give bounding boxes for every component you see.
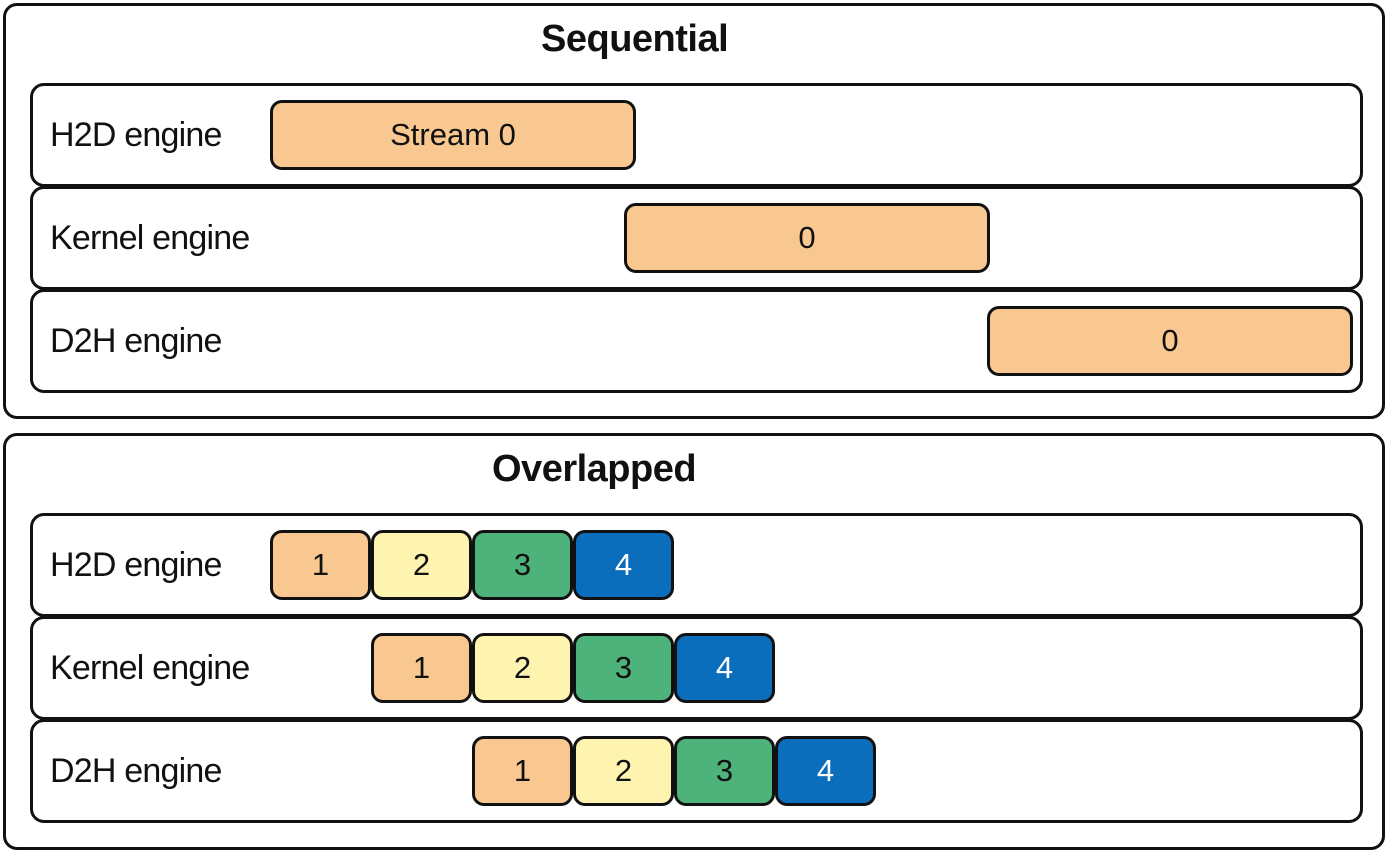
stream-block: Stream 0	[270, 100, 636, 170]
stream-block: 1	[371, 633, 472, 703]
stream-block: 3	[472, 530, 573, 600]
stream-block: 2	[472, 633, 573, 703]
lane-label: H2D engine	[50, 546, 222, 584]
stream-block: 4	[573, 530, 674, 600]
sequential-title: Sequential	[541, 18, 729, 60]
lane-label: D2H engine	[50, 752, 222, 790]
sequential-lane: D2H engine 0	[30, 289, 1363, 393]
stream-block: 3	[674, 736, 775, 806]
lane-label: Kernel engine	[50, 649, 250, 687]
sequential-panel: Sequential H2D engine Stream 0 Kernel engi…	[3, 3, 1385, 419]
stream-block: 1	[270, 530, 371, 600]
sequential-lane: H2D engine Stream 0	[30, 83, 1363, 187]
lane-label: D2H engine	[50, 322, 222, 360]
overlapped-title: Overlapped	[492, 448, 697, 490]
stream-block: 4	[674, 633, 775, 703]
stream-block: 0	[987, 306, 1353, 376]
lane-label: Kernel engine	[50, 219, 250, 257]
stream-block: 4	[775, 736, 876, 806]
lane-label: H2D engine	[50, 116, 222, 154]
stream-block: 0	[624, 203, 990, 273]
stream-block: 1	[472, 736, 573, 806]
stream-block: 2	[573, 736, 674, 806]
stream-block: 3	[573, 633, 674, 703]
sequential-lane: Kernel engine 0	[30, 186, 1363, 290]
stream-block: 2	[371, 530, 472, 600]
